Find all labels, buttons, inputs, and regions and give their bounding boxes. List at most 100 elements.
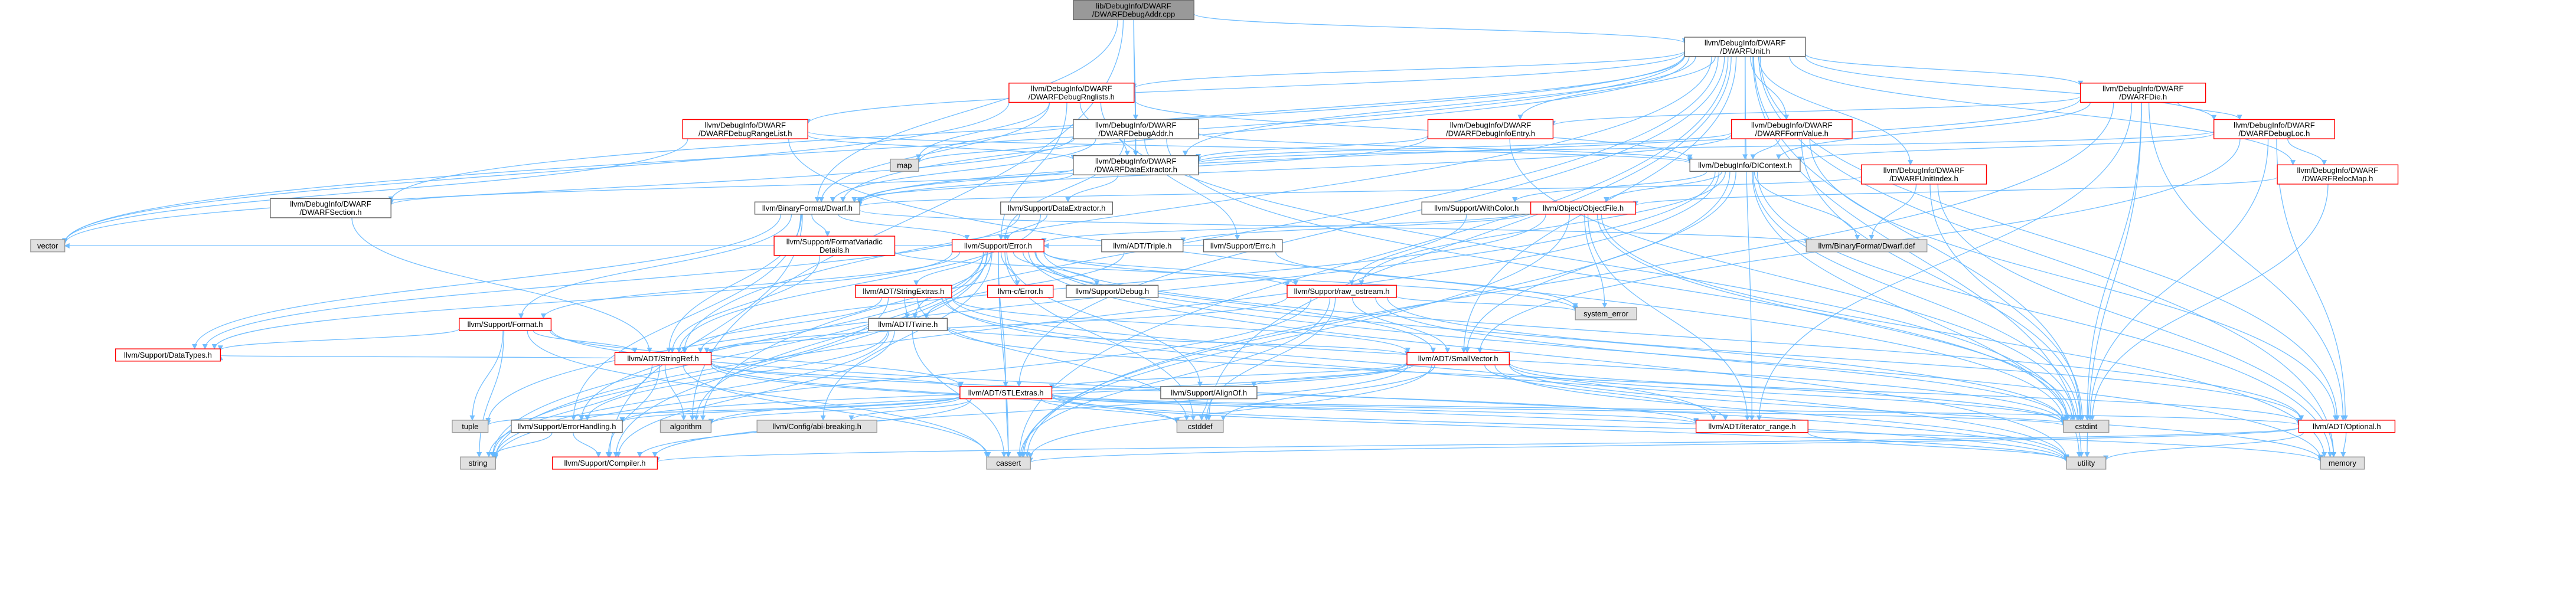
- node-datatypes[interactable]: llvm/Support/DataTypes.h: [115, 348, 221, 362]
- node-algorithm[interactable]: algorithm: [659, 420, 712, 433]
- node-label: llvm/ADT/iterator_range.h: [1708, 422, 1795, 431]
- node-label: /DWARFSection.h: [300, 208, 362, 217]
- edge-dicontext-to-string: [492, 171, 1720, 460]
- node-label: llvm/Support/Errc.h: [1210, 241, 1276, 250]
- edge-dwarfunit-to-dwarfdebugrangelist: [805, 51, 1686, 125]
- node-dwarfdebugrangelist[interactable]: llvm/DebugInfo/DWARF/DWARFDebugRangeList…: [682, 119, 808, 139]
- node-errc[interactable]: llvm/Support/Errc.h: [1203, 239, 1283, 253]
- node-dwarfunitindex[interactable]: llvm/DebugInfo/DWARF/DWARFUnitIndex.h: [1860, 164, 1987, 185]
- edge-dwarfdie-to-dwarf_h: [857, 98, 2081, 204]
- node-optional[interactable]: llvm/ADT/Optional.h: [2298, 420, 2396, 433]
- node-box: [2079, 83, 2206, 103]
- node-dwarfdebugaddr[interactable]: llvm/DebugInfo/DWARF/DWARFDebugAddr.h: [1073, 119, 1199, 139]
- node-label: llvm/DebugInfo/DWARF: [1883, 166, 1965, 175]
- node-dwarfunit[interactable]: llvm/DebugInfo/DWARF/DWARFUnit.h: [1684, 37, 1806, 57]
- edge-dwarfunit-to-map: [916, 55, 1686, 164]
- edge-format_h-to-string: [476, 330, 505, 458]
- node-dwarfrelocmap[interactable]: llvm/DebugInfo/DWARF/DWARFRelocMap.h: [2277, 164, 2399, 185]
- node-box: [1287, 284, 1397, 298]
- node-compiler[interactable]: llvm/Support/Compiler.h: [551, 456, 658, 470]
- node-stlextras[interactable]: llvm/ADT/STLExtras.h: [959, 386, 1053, 400]
- node-abibreaking[interactable]: llvm/Config/abi-breaking.h: [756, 420, 877, 433]
- node-cassert[interactable]: cassert: [986, 456, 1031, 470]
- node-map[interactable]: map: [890, 158, 919, 172]
- node-utility[interactable]: utility: [2066, 456, 2107, 470]
- node-root[interactable]: lib/DebugInfo/DWARF/DWARFDebugAddr.cpp: [1073, 0, 1194, 21]
- node-label: llvm/DebugInfo/DWARF: [1095, 120, 1177, 129]
- node-smallvector[interactable]: llvm/ADT/SmallVector.h: [1406, 352, 1510, 365]
- node-errorhandling[interactable]: llvm/Support/ErrorHandling.h: [511, 420, 623, 433]
- edge-stlextras-to-memory: [1051, 394, 2323, 463]
- node-stringref[interactable]: llvm/ADT/StringRef.h: [614, 352, 712, 365]
- node-dwarfdebuginfoentry[interactable]: llvm/DebugInfo/DWARF/DWARFDebugInfoEntry…: [1427, 119, 1554, 139]
- edge-dwarfrelocmap-to-cstdint: [2089, 184, 2329, 421]
- edge-dwarfunit-to-optional: [1759, 56, 2340, 421]
- edge-dicontext-to-cstdint: [1752, 171, 2081, 421]
- node-dwarfsection[interactable]: llvm/DebugInfo/DWARF/DWARFSection.h: [270, 198, 391, 218]
- node-twine[interactable]: llvm/ADT/Twine.h: [868, 318, 948, 331]
- node-system_error[interactable]: system_error: [1575, 307, 1637, 321]
- node-withcolor[interactable]: llvm/Support/WithColor.h: [1421, 201, 1532, 215]
- edge-error_h-to-datatypes: [211, 251, 953, 350]
- edge-root-to-dwarf_h: [814, 19, 1118, 203]
- node-raw_ostream[interactable]: llvm/Support/raw_ostream.h: [1287, 284, 1397, 298]
- edge-raw_ostream-to-stringref: [709, 296, 1288, 355]
- edge-error_h-to-cerror: [1000, 251, 1020, 286]
- node-format_h[interactable]: llvm/Support/Format.h: [459, 318, 552, 331]
- edge-dwarfdebugloc-to-cstdint: [2087, 139, 2269, 421]
- edge-smallvector-to-cstddef: [1220, 365, 1435, 421]
- edge-objectfile-to-stringref: [697, 214, 1546, 354]
- node-error_h[interactable]: llvm/Support/Error.h: [951, 239, 1044, 253]
- edge-dwarfunit-to-dwarfdebugrnglists: [1131, 50, 1686, 89]
- node-string[interactable]: string: [460, 456, 496, 470]
- node-cerror[interactable]: llvm-c/Error.h: [987, 284, 1054, 298]
- edge-dwarfunit-to-dwarfformvalue: [1750, 56, 1790, 120]
- node-label: /DWARFDataExtractor.h: [1095, 165, 1177, 174]
- edge-error_h-to-smallvector: [1022, 251, 1436, 354]
- node-cstddef[interactable]: cstddef: [1176, 420, 1224, 433]
- node-dwarf_def[interactable]: llvm/BinaryFormat/Dwarf.def: [1806, 239, 1928, 253]
- node-label: llvm/ADT/Optional.h: [2313, 422, 2381, 431]
- node-box: [1427, 119, 1554, 139]
- node-box: [659, 420, 712, 433]
- node-box: [2066, 456, 2107, 470]
- edge-dwarfdebugrangelist-to-vector: [62, 139, 688, 244]
- node-debug_h[interactable]: llvm/Support/Debug.h: [1066, 284, 1159, 298]
- edge-objectfile-to-iterator_range: [1587, 214, 1750, 421]
- node-label: llvm/DebugInfo/DWARF: [2234, 120, 2315, 129]
- edge-dicontext-to-memory: [1756, 171, 2333, 458]
- node-label: memory: [2329, 459, 2356, 467]
- edge-errorhandling-to-compiler: [573, 432, 602, 458]
- node-dwarf_h[interactable]: llvm/BinaryFormat/Dwarf.h: [754, 201, 861, 215]
- node-label: llvm/ADT/Twine.h: [878, 320, 938, 329]
- node-dataextractor[interactable]: llvm/Support/DataExtractor.h: [1000, 201, 1114, 215]
- node-triple[interactable]: llvm/ADT/Triple.h: [1101, 239, 1184, 253]
- node-vector[interactable]: vector: [30, 239, 66, 253]
- edge-stringref-to-datatypes: [219, 355, 616, 361]
- node-box: [986, 456, 1031, 470]
- edge-raw_ostream-to-system_error: [1396, 295, 1578, 312]
- edge-stringref-to-string: [486, 365, 653, 458]
- node-dwarfdebugrnglists[interactable]: llvm/DebugInfo/DWARF/DWARFDebugRnglists.…: [1008, 83, 1135, 103]
- node-dwarfdie[interactable]: llvm/DebugInfo/DWARF/DWARFDie.h: [2079, 83, 2206, 103]
- node-iterator_range[interactable]: llvm/ADT/iterator_range.h: [1695, 420, 1808, 433]
- edge-error_h-to-twine: [912, 251, 992, 319]
- node-alignof[interactable]: llvm/Support/AlignOf.h: [1160, 386, 1258, 400]
- edge-error_h-to-errorhandling: [579, 251, 984, 421]
- edge-dwarfdie-to-iterator_range: [1756, 102, 2133, 421]
- node-label: llvm/Support/Debug.h: [1075, 287, 1149, 296]
- node-label: llvm/Support/FormatVariadic: [786, 237, 883, 246]
- node-dwarfdebugloc[interactable]: llvm/DebugInfo/DWARF/DWARFDebugLoc.h: [2213, 119, 2335, 139]
- edge-stlextras-to-cstddef: [1040, 398, 1180, 423]
- node-stringextras[interactable]: llvm/ADT/StringExtras.h: [855, 284, 952, 298]
- node-dwarfformvalue[interactable]: llvm/DebugInfo/DWARF/DWARFFormValue.h: [1731, 119, 1853, 139]
- node-tuple[interactable]: tuple: [452, 420, 489, 433]
- node-dwarfdataextractor[interactable]: llvm/DebugInfo/DWARF/DWARFDataExtractor.…: [1073, 155, 1199, 176]
- node-dicontext[interactable]: llvm/DebugInfo/DIContext.h: [1689, 158, 1801, 172]
- node-memory[interactable]: memory: [2320, 456, 2365, 470]
- node-cstdint[interactable]: cstdint: [2063, 420, 2110, 433]
- node-label: llvm/ADT/SmallVector.h: [1418, 354, 1498, 363]
- node-label: /DWARFDebugInfoEntry.h: [1446, 129, 1535, 138]
- node-objectfile[interactable]: llvm/Object/ObjectFile.h: [1530, 201, 1637, 215]
